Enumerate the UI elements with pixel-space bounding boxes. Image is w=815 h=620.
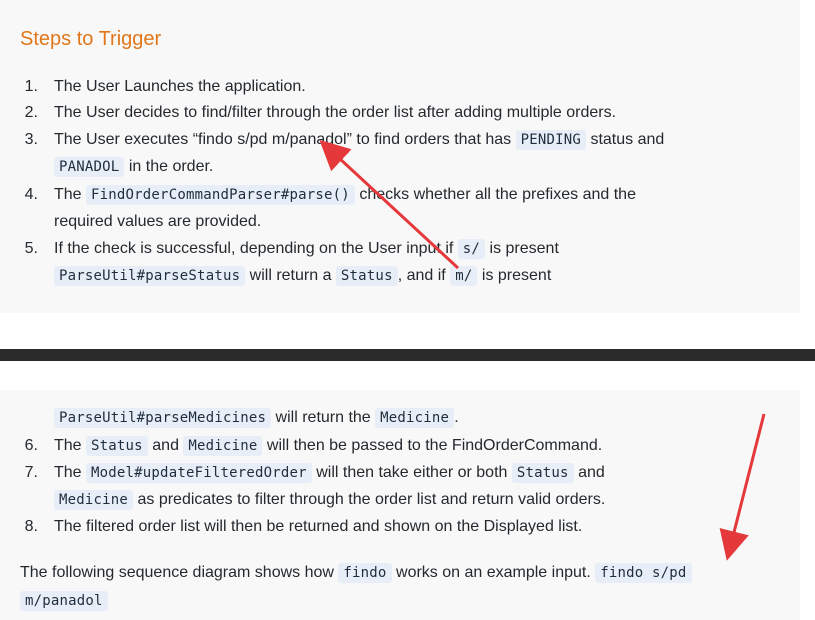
step-5-continuation: ParseUtil#parseMedicines will return the… <box>54 408 459 428</box>
step-4-text: The <box>54 186 82 203</box>
step-6-text: The <box>54 437 82 454</box>
step-7-text: The <box>54 464 82 481</box>
step-5-text: will return a <box>249 267 332 284</box>
step-5-line-2: ParseUtil#parseStatus will return a Stat… <box>54 266 551 286</box>
inline-code: Status <box>511 463 574 483</box>
step-2-text: The User decides to find/filter through … <box>54 104 617 121</box>
step-number: 3. <box>24 131 38 148</box>
step-7-line-2: Medicine as predicates to filter through… <box>54 490 605 510</box>
paragraph-line-1: The following sequence diagram shows how… <box>20 563 692 583</box>
step-5-text: is present <box>489 240 559 257</box>
step-number: 5. <box>24 240 38 257</box>
step-5-text: is present <box>481 267 552 284</box>
inline-code: findo <box>338 563 392 583</box>
inline-code: Model#updateFilteredOrder <box>86 463 312 483</box>
section-heading: Steps to Trigger <box>20 28 162 50</box>
step-5-text: , and if <box>397 267 446 284</box>
step-number: 8. <box>24 518 38 535</box>
step-7-line-1: The Model#updateFilteredOrder will then … <box>54 463 605 483</box>
inline-code: ParseUtil#parseMedicines <box>54 408 272 428</box>
step-4-line-2: required values are provided. <box>54 213 262 230</box>
step-4-text: checks whether all the prefixes and the <box>359 186 636 203</box>
inline-code: s/ <box>457 239 486 259</box>
separator-bar <box>0 349 815 361</box>
step-number: 7. <box>24 464 38 481</box>
step-3-line-2: PANADOL in the order. <box>54 157 213 177</box>
inline-code: PENDING <box>515 130 586 150</box>
step-number: 6. <box>24 437 38 454</box>
inline-code: ParseUtil#parseStatus <box>54 266 246 286</box>
inline-code: m/panadol <box>20 591 108 611</box>
paragraph-text: works on an example input. <box>396 564 591 581</box>
inline-code: Status <box>86 436 148 456</box>
step-8-text: The filtered order list will then be ret… <box>54 518 583 535</box>
step-7-text: and <box>578 464 605 481</box>
step-5-text: will return the <box>275 409 371 426</box>
inline-code: m/ <box>450 266 478 286</box>
step-1-text: The User Launches the application. <box>54 78 306 95</box>
step-6-line: The Status and Medicine will then be pas… <box>54 436 602 456</box>
step-6-text: will then be passed to the FindOrderComm… <box>266 437 603 454</box>
inline-code: FindOrderCommandParser#parse() <box>86 185 355 205</box>
step-7-text: as predicates to filter through the orde… <box>137 491 606 508</box>
step-3-line-1: The User executes “findo s/pd m/panadol”… <box>54 130 664 150</box>
step-5-text: If the check is successful, depending on… <box>54 240 454 257</box>
step-number: 2. <box>24 104 38 121</box>
step-number: 4. <box>24 186 38 203</box>
step-number: 1. <box>24 78 38 95</box>
inline-code: Medicine <box>54 490 134 510</box>
step-7-text: will then take either or both <box>316 464 508 481</box>
inline-code: findo s/pd <box>595 563 692 583</box>
paragraph-text: The following sequence diagram shows how <box>20 564 334 581</box>
step-3-text: The User executes “findo s/pd m/panadol”… <box>54 131 512 148</box>
step-5-text: . <box>454 409 459 426</box>
step-4-line-1: The FindOrderCommandParser#parse() check… <box>54 185 636 205</box>
inline-code: PANADOL <box>54 157 125 177</box>
inline-code: Medicine <box>375 408 455 428</box>
step-6-text: and <box>152 437 179 454</box>
step-3-text: status and <box>590 131 665 148</box>
inline-code: Status <box>335 266 398 286</box>
step-3-text: in the order. <box>128 158 214 175</box>
paragraph-line-2: m/panadol <box>20 591 108 611</box>
inline-code: Medicine <box>183 436 263 456</box>
step-5-line-1: If the check is successful, depending on… <box>54 239 559 259</box>
